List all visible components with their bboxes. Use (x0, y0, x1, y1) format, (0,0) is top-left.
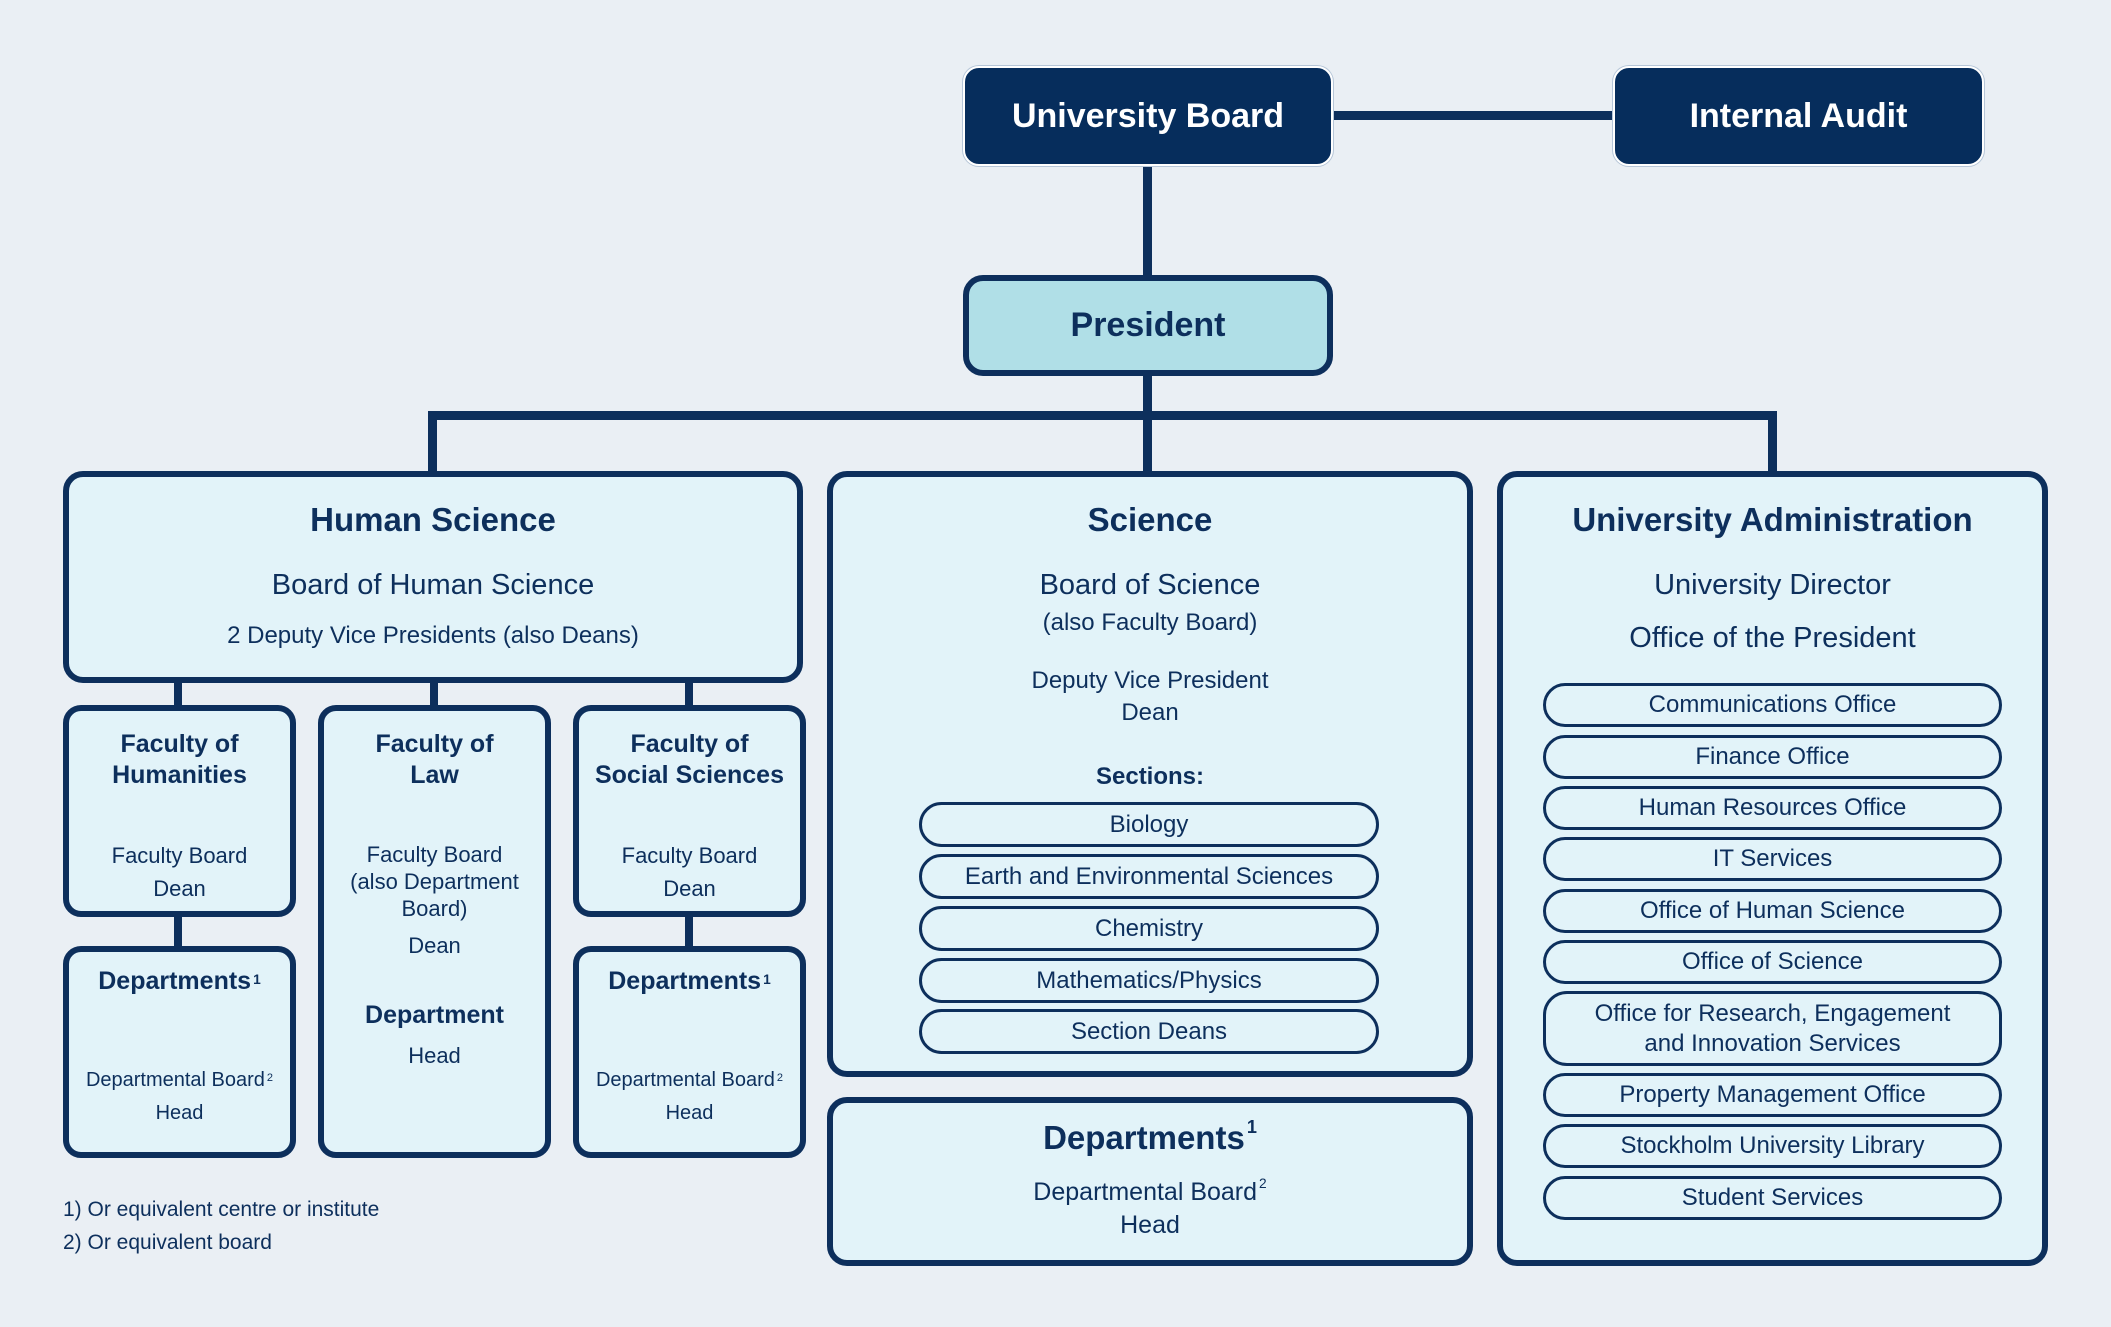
administration-director: University Director (1654, 569, 1891, 601)
science-title: Science (1087, 501, 1213, 538)
faculty-law-board: Faculty Board (also Department Board) (350, 842, 519, 921)
section-deans: Section Deans (919, 1009, 1379, 1054)
human-science-board: Board of Human Science (271, 569, 595, 601)
human-science-deputies: 2 Deputy Vice Presidents (also Deans) (227, 622, 639, 649)
connector-hs-humanities (174, 680, 182, 708)
science-board: Board of Science (1039, 569, 1261, 601)
office-research-engagement-innovation: Office for Research, Engagement and Inno… (1543, 991, 2002, 1066)
human-science-title: Human Science (310, 501, 556, 538)
internal-audit-label: Internal Audit (1689, 96, 1908, 135)
administration-office-president: Office of the President (1629, 622, 1916, 654)
administration-title: University Administration (1572, 501, 1973, 538)
office-it-services: IT Services (1543, 837, 2002, 881)
human-science-box: Human Science Board of Human Science 2 D… (63, 471, 803, 683)
connector-bus-administration (1768, 411, 1777, 473)
internal-audit-node: Internal Audit (1613, 66, 1984, 166)
office-property-management: Property Management Office (1543, 1073, 2002, 1117)
faculty-humanities-box: Faculty of Humanities Faculty Board Dean (63, 705, 296, 917)
connector-bus-science (1143, 411, 1152, 473)
faculty-social-sciences-details: Faculty Board Dean (621, 843, 758, 901)
section-chemistry: Chemistry (919, 906, 1379, 951)
connector-bus (428, 411, 1777, 420)
section-earth-environmental: Earth and Environmental Sciences (919, 854, 1379, 899)
university-board-node: University Board (963, 66, 1333, 166)
connector-bus-human-science (428, 411, 437, 473)
faculty-law-dean: Dean (408, 933, 461, 958)
connector-president-bus (1143, 376, 1152, 420)
faculty-social-sciences-title: Faculty of Social Sciences (594, 730, 784, 789)
faculty-social-sciences-box: Faculty of Social Sciences Faculty Board… (573, 705, 806, 917)
connector-hs-law (430, 680, 438, 708)
president-label: President (1070, 306, 1226, 344)
office-human-resources: Human Resources Office (1543, 786, 2002, 830)
office-finance: Finance Office (1543, 735, 2002, 779)
connector-board-audit (1333, 111, 1615, 120)
office-communications: Communications Office (1543, 683, 2002, 727)
faculty-law-box: Faculty of Law Faculty Board (also Depar… (318, 705, 551, 1158)
faculty-law-department-head: Head (408, 1043, 461, 1068)
connector-social-depts (685, 915, 693, 948)
president-node: President (963, 275, 1333, 376)
connector-board-president (1143, 166, 1152, 277)
faculty-humanities-title: Faculty of Humanities (112, 730, 247, 789)
connector-hs-social (685, 680, 693, 708)
footnote-1: 1) Or equivalent centre or institute (63, 1198, 380, 1221)
section-biology: Biology (919, 802, 1379, 847)
faculty-humanities-details: Faculty Board Dean (111, 843, 248, 901)
office-student-services: Student Services (1543, 1176, 2002, 1220)
university-board-label: University Board (1011, 96, 1285, 135)
faculty-law-department-title: Department (365, 1001, 504, 1029)
science-board-note: (also Faculty Board) (1042, 609, 1258, 636)
connector-humanities-depts (174, 915, 182, 948)
office-human-science: Office of Human Science (1543, 889, 2002, 933)
faculty-law-title: Faculty of Law (375, 730, 494, 789)
footnote-2: 2) Or equivalent board (63, 1231, 272, 1254)
science-sections-label: Sections: (1095, 763, 1205, 790)
section-mathematics-physics: Mathematics/Physics (919, 958, 1379, 1003)
science-dean: Dean (1121, 699, 1179, 726)
office-library: Stockholm University Library (1543, 1124, 2002, 1168)
science-deputy: Deputy Vice President (1031, 667, 1269, 694)
science-departments-head: Head (1120, 1211, 1180, 1239)
office-science: Office of Science (1543, 940, 2002, 984)
